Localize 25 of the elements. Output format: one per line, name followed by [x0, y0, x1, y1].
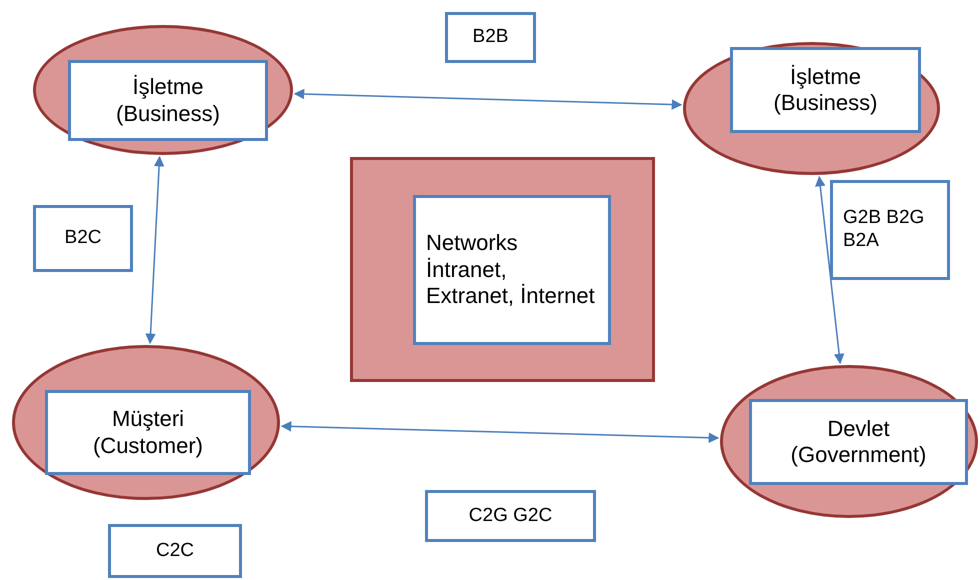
- double-arrow: [815, 176, 844, 364]
- entity-box: [413, 195, 611, 345]
- model-label: B2B: [472, 26, 508, 49]
- entity-label: Devlet (Government): [790, 416, 928, 468]
- entity-box: [730, 47, 921, 133]
- double-arrow: [294, 88, 682, 110]
- entity-label: Networks İntranet, Extranet, İnternet: [426, 230, 596, 310]
- model-label: B2C: [64, 227, 102, 250]
- entity-label: İşletme (Business): [115, 74, 221, 127]
- entity-box: [45, 390, 251, 475]
- model-label-box: [425, 490, 596, 542]
- model-label: G2B B2G B2A: [843, 207, 926, 253]
- model-label-box: [830, 180, 950, 280]
- double-arrow: [145, 156, 164, 344]
- model-label-box: [445, 12, 536, 63]
- entity-label: İşletme (Business): [772, 64, 878, 116]
- double-arrow: [280, 421, 720, 443]
- entity-label: Müşteri (Customer): [92, 406, 204, 459]
- network-panel: [350, 157, 655, 382]
- model-label-box: [33, 205, 133, 272]
- entity-box: [68, 60, 268, 141]
- model-label: C2G G2C: [468, 504, 552, 528]
- model-label-box: [108, 524, 242, 578]
- model-label: C2C: [156, 540, 194, 562]
- entity-box: [749, 399, 968, 485]
